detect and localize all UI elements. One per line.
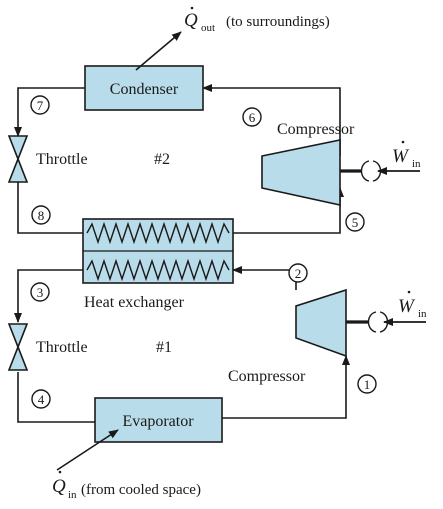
state-4-marker: 4 — [31, 389, 51, 409]
q-in-note: (from cooled space) — [81, 482, 201, 498]
compressor-top: Compressor — [261, 121, 355, 206]
w-bottom-subscript: in — [418, 308, 427, 320]
svg-text:3: 3 — [37, 285, 44, 300]
hx-coil-bottom — [86, 258, 230, 282]
line-6 — [202, 84, 341, 156]
line-8a — [17, 182, 83, 234]
throttle-top-label: Throttle — [36, 151, 88, 168]
state-5-marker: 5 — [345, 212, 365, 232]
throttle-top: Throttle — [7, 135, 88, 183]
line-4 — [17, 372, 95, 423]
state-2-marker: 2 — [288, 263, 308, 283]
w-top-symbol: W — [392, 146, 410, 167]
compressor-top-label: Compressor — [277, 121, 355, 138]
q-in-subscript: in — [68, 489, 77, 501]
w-bottom-symbol: W — [398, 296, 416, 317]
evaporator-label: Evaporator — [122, 413, 194, 430]
state-8-marker: 8 — [31, 205, 51, 225]
q-out-label: Q out (to surroundings) — [184, 6, 330, 34]
state-6-marker: 6 — [242, 107, 262, 127]
q-out-subscript: out — [201, 22, 215, 34]
evaporator: Evaporator — [94, 397, 223, 443]
q-out-arrow — [135, 31, 182, 71]
hx-coil-top — [86, 221, 230, 245]
rotation-icon-top-back — [360, 160, 370, 182]
loop-top-label: #2 — [154, 151, 170, 168]
q-in-label: Q in (from cooled space) — [52, 470, 201, 501]
compressor-bottom-body — [295, 288, 347, 358]
svg-text:6: 6 — [249, 110, 256, 125]
line-2 — [232, 266, 297, 290]
work-in-top: W in — [340, 140, 421, 182]
w-top-subscript: in — [412, 158, 421, 170]
work-in-bottom: W in — [346, 290, 427, 333]
line-3 — [14, 269, 83, 323]
line-7 — [14, 87, 85, 137]
compressor-bottom: Compressor — [228, 288, 347, 385]
state-1-marker: 1 — [357, 374, 377, 394]
compressor-bottom-label: Compressor — [228, 368, 306, 385]
q-out-note: (to surroundings) — [226, 14, 330, 30]
condenser-label: Condenser — [110, 81, 179, 98]
throttle-bottom: Throttle — [7, 323, 88, 371]
heat-exchanger: Heat exchanger — [82, 218, 234, 311]
svg-text:1: 1 — [364, 377, 371, 392]
throttle-bottom-label: Throttle — [36, 339, 88, 356]
state-3-marker: 3 — [30, 282, 50, 302]
svg-text:5: 5 — [352, 215, 359, 230]
q-out-symbol: Q — [184, 10, 198, 31]
state-7-marker: 7 — [30, 95, 50, 115]
svg-text:4: 4 — [38, 392, 45, 407]
svg-text:7: 7 — [37, 98, 44, 113]
compressor-top-body — [261, 139, 341, 206]
state-markers: 7 6 8 5 2 3 4 1 — [30, 95, 377, 409]
q-in-symbol: Q — [52, 476, 66, 497]
rotation-icon-bottom-back — [367, 311, 377, 333]
svg-text:2: 2 — [295, 266, 302, 281]
heat-exchanger-label: Heat exchanger — [84, 294, 185, 311]
condenser: Condenser — [84, 65, 204, 111]
line-1 — [222, 355, 350, 419]
svg-text:8: 8 — [38, 208, 45, 223]
q-in-arrow — [56, 429, 119, 471]
loop-bottom-label: #1 — [156, 339, 172, 356]
